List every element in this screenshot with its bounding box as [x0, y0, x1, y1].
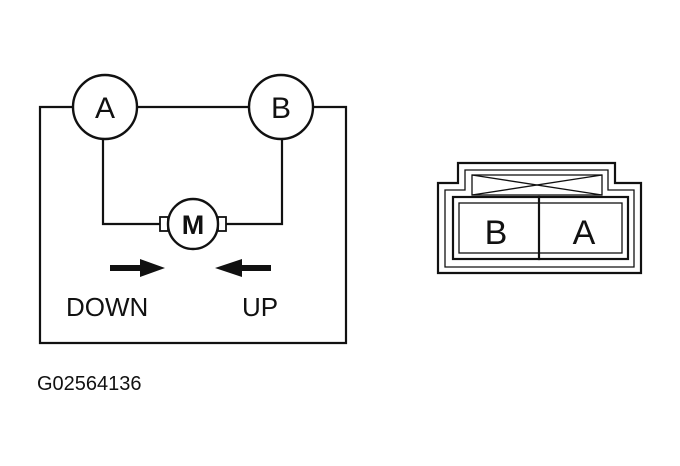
terminal-a: A [71, 73, 139, 141]
connector-latch [471, 174, 603, 196]
terminal-b-label: B [271, 92, 291, 125]
motor-label: M [182, 210, 205, 240]
connector-pin-b-label: B [485, 214, 508, 252]
connector-inner-outline [444, 169, 635, 268]
connector-face-view: B A [436, 161, 643, 275]
down-label: DOWN [66, 292, 148, 322]
terminal-a-label: A [95, 92, 115, 125]
connector-pin-box [451, 195, 630, 261]
up-arrow [215, 259, 271, 277]
up-label: UP [242, 292, 278, 322]
down-arrow [110, 259, 165, 277]
motor-symbol: M [159, 197, 227, 251]
circuit-diagram: A B M DOWN UP [38, 73, 348, 345]
figure-id: G02564136 [37, 373, 142, 395]
connector-pin-a-label: A [573, 214, 596, 252]
connector-outer-housing [436, 161, 643, 275]
wire-a-to-motor [101, 138, 163, 226]
terminal-b: B [247, 73, 315, 141]
wire-b-to-motor [223, 138, 284, 226]
connector-pin-box-inner [458, 202, 623, 254]
outer-wire-loop [38, 105, 348, 345]
